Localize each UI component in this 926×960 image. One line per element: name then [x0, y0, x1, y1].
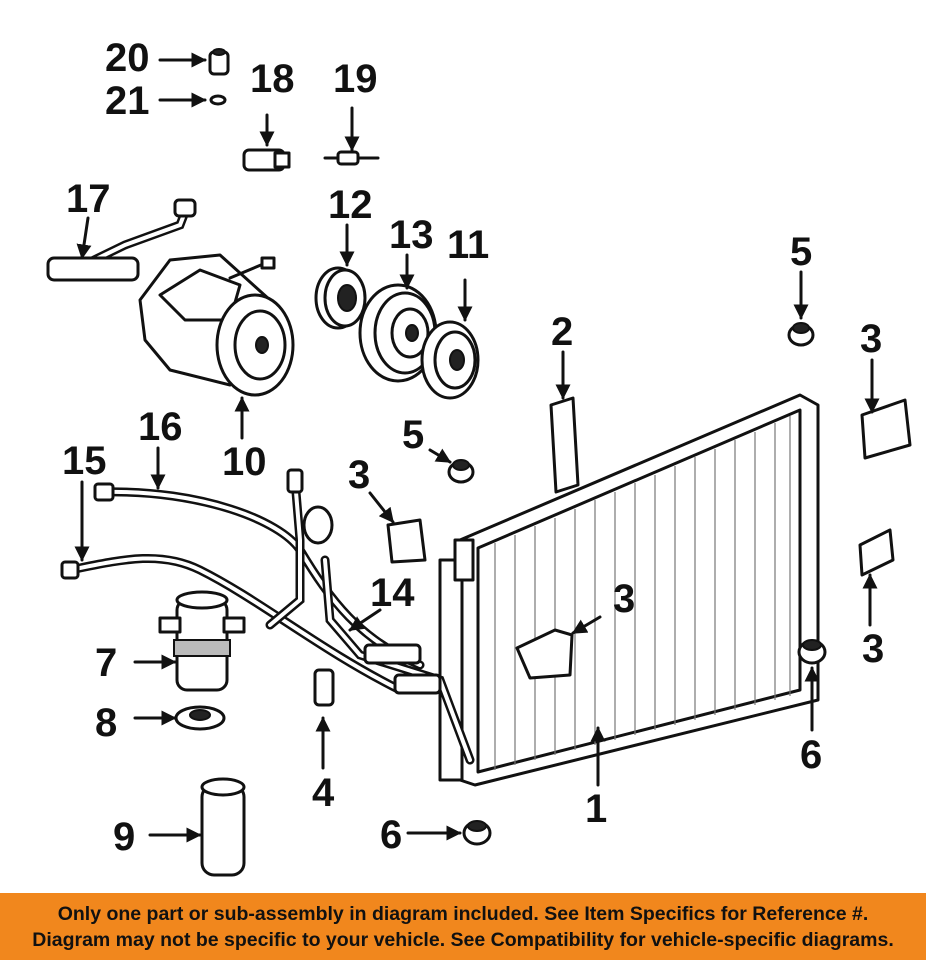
seal-8 — [174, 705, 226, 731]
switch-18 — [242, 148, 291, 172]
disclaimer-banner: Only one part or sub-assembly in diagram… — [0, 893, 926, 960]
manifold-17 — [46, 198, 197, 282]
compressor-10 — [138, 253, 295, 397]
callout-8: 8 — [95, 701, 117, 745]
parts-diagram: 20 21 18 19 17 12 13 11 10 2 5 3 5 3 16 … — [46, 36, 912, 877]
bracket-3-right-bottom — [858, 528, 895, 577]
switch-20 — [208, 48, 230, 76]
callout-3-center: 3 — [348, 453, 370, 497]
callout-6-right: 6 — [800, 733, 822, 777]
callout-3-right-bottom: 3 — [862, 627, 884, 671]
valve-19 — [323, 150, 380, 166]
disclaimer-line-2: Diagram may not be specific to your vehi… — [32, 928, 894, 951]
leader-arrows — [74, 52, 880, 843]
drier-9 — [200, 777, 246, 877]
condenser — [438, 393, 820, 787]
insulator-6-right — [797, 639, 827, 665]
callout-15: 15 — [62, 439, 107, 483]
callout-4: 4 — [312, 771, 335, 815]
oring-21 — [209, 94, 227, 106]
callout-17: 17 — [66, 177, 111, 221]
callout-13: 13 — [389, 213, 434, 257]
callout-14: 14 — [370, 571, 415, 615]
disclaimer-line-1: Only one part or sub-assembly in diagram… — [57, 902, 869, 925]
pulley-12 — [314, 266, 367, 330]
callout-7: 7 — [95, 641, 117, 685]
insulator-6-bottom — [462, 820, 492, 846]
bracket-3-on-condenser — [515, 628, 574, 680]
bracket-3-center — [386, 518, 427, 564]
callout-2: 2 — [551, 310, 573, 354]
coil-11 — [420, 320, 480, 400]
clutch-13 — [358, 283, 438, 383]
insulator-5-top — [787, 322, 815, 347]
callout-1: 1 — [585, 787, 607, 831]
bracket-2 — [549, 396, 580, 494]
condenser-fins — [494, 416, 791, 770]
receiver-drier-7 — [158, 590, 246, 692]
callout-12: 12 — [328, 183, 373, 227]
callout-19: 19 — [333, 57, 378, 101]
hoses — [60, 468, 475, 765]
callout-5-center: 5 — [402, 413, 424, 457]
callout-10: 10 — [222, 440, 267, 484]
callout-9: 9 — [113, 815, 135, 859]
bracket-3-right-top — [860, 398, 912, 460]
callout-6-bottom: 6 — [380, 813, 402, 857]
callout-20: 20 — [105, 36, 150, 80]
callout-21: 21 — [105, 79, 150, 123]
insulator-5-center — [447, 459, 475, 484]
callout-18: 18 — [250, 57, 295, 101]
callout-3-condenser: 3 — [613, 577, 635, 621]
callout-11: 11 — [447, 223, 489, 267]
callout-16: 16 — [138, 405, 183, 449]
callout-5-top: 5 — [790, 230, 812, 274]
line-4 — [313, 668, 335, 707]
callout-3-right-top: 3 — [860, 317, 882, 361]
